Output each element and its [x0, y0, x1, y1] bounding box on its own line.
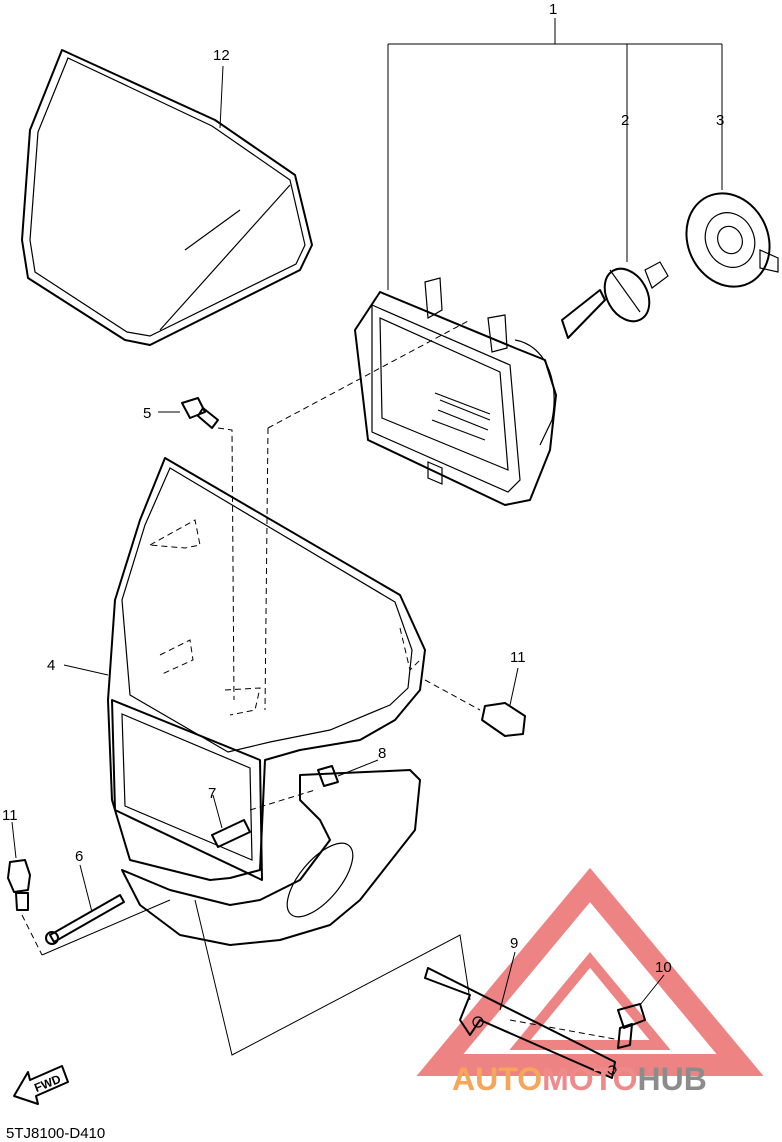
bracket-part-9 [424, 967, 617, 1079]
windscreen-part-12 [21, 49, 313, 346]
callout-2: 2 [621, 112, 629, 129]
callout-9: 9 [510, 935, 518, 952]
bolt-part-11-left [7, 859, 31, 911]
callout-4: 4 [47, 657, 55, 674]
bolt-part-5 [181, 397, 219, 429]
callout-1: 1 [549, 1, 557, 18]
callout-10: 10 [655, 959, 672, 976]
watermark-hub: HUB [637, 1061, 706, 1097]
bolt-part-10 [617, 1003, 646, 1049]
watermark-text: AUTOMOTOHUB [452, 1061, 707, 1097]
callout-5: 5 [143, 405, 151, 422]
watermark-moto: MOTO [542, 1061, 637, 1097]
socket-cover-part-3 [685, 192, 779, 288]
leader-lines [11, 18, 723, 1056]
callout-8: 8 [378, 745, 386, 762]
collar-part-7 [211, 819, 251, 848]
callout-11-left: 11 [2, 807, 18, 824]
callout-11-right: 11 [510, 649, 526, 666]
watermark-logo [416, 867, 764, 1076]
callout-labels: 1 2 3 4 5 6 7 8 9 10 11 11 12 [2, 1, 724, 976]
svg-text:AUTOMOTOHUB: AUTOMOTOHUB [452, 1061, 707, 1097]
callout-12: 12 [213, 47, 230, 64]
fwd-arrow: FWD [13, 1065, 69, 1105]
callout-6: 6 [75, 848, 83, 865]
screw-part-6 [45, 894, 125, 945]
diagram-code: 5TJ8100-D410 [6, 1125, 105, 1142]
callout-3: 3 [716, 112, 724, 129]
watermark-auto: AUTO [452, 1061, 542, 1097]
callout-7: 7 [208, 785, 216, 802]
bulb-part-2 [561, 261, 669, 339]
headlight-cowl-part-4 [107, 457, 426, 946]
bolt-part-11-right [481, 702, 526, 737]
nut-part-8 [317, 765, 339, 787]
headlight-unit-part-1 [354, 277, 557, 506]
